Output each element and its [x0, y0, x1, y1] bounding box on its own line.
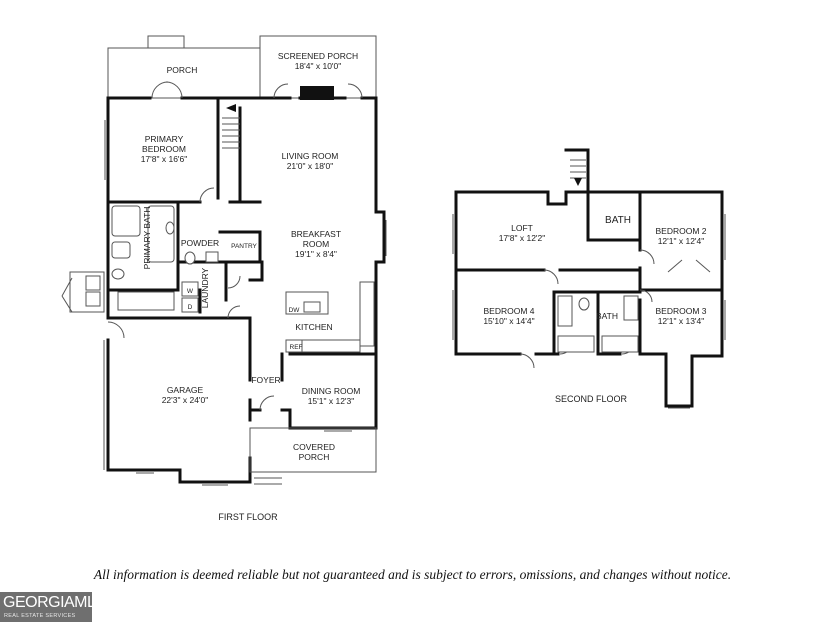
georgia-mls-logo: GEORGIAMLS REAL ESTATE SERVICES: [0, 592, 106, 622]
label-dining-room-size: 15'1" x 12'3": [308, 396, 355, 406]
label-covered-porch-2: PORCH: [299, 452, 330, 462]
label-bedroom-2: BEDROOM 2: [655, 226, 706, 236]
first-floor-plan: [61, 35, 387, 486]
label-kitchen: KITCHEN: [295, 322, 332, 332]
label-porch: PORCH: [167, 65, 198, 75]
label-laundry: LAUNDRY: [200, 267, 210, 308]
label-breakfast-room-2: ROOM: [303, 239, 329, 249]
label-screened-porch-size: 18'4" x 10'0": [295, 61, 342, 71]
label-primary-bedroom-size: 17'8" x 16'6": [141, 154, 188, 164]
label-foyer: FOYER: [251, 375, 280, 385]
label-primary-bedroom-2: BEDROOM: [142, 144, 186, 154]
label-bedroom-4-size: 15'10" x 14'4": [483, 316, 534, 326]
label-bedroom-2-size: 12'1" x 12'4": [658, 236, 705, 246]
second-floor-labels: LOFT 17'8" x 12'2" BATH BEDROOM 2 12'1" …: [483, 215, 706, 404]
label-loft: LOFT: [511, 223, 533, 233]
label-bedroom-3: BEDROOM 3: [655, 306, 706, 316]
label-refrigerator: REF: [290, 344, 303, 351]
first-floor-labels: PORCH SCREENED PORCH 18'4" x 10'0" PRIMA…: [141, 51, 361, 522]
label-bath-upper: BATH: [605, 215, 631, 226]
label-primary-bedroom-1: PRIMARY: [145, 134, 184, 144]
disclaimer-text: All information is deemed reliable but n…: [93, 567, 732, 582]
label-dryer: D: [188, 304, 193, 311]
floor-plan-drawing: PORCH SCREENED PORCH 18'4" x 10'0" PRIMA…: [61, 35, 726, 522]
label-bath-lower: BATH: [596, 311, 618, 321]
label-covered-porch-1: COVERED: [293, 442, 335, 452]
label-bedroom-3-size: 12'1" x 13'4": [658, 316, 705, 326]
label-pantry: PANTRY: [231, 243, 257, 250]
label-breakfast-room-1: BREAKFAST: [291, 229, 341, 239]
label-loft-size: 17'8" x 12'2": [499, 233, 546, 243]
label-dining-room: DINING ROOM: [302, 386, 361, 396]
label-living-room-size: 21'0" x 18'0": [287, 161, 334, 171]
label-living-room: LIVING ROOM: [282, 151, 339, 161]
label-primary-bath: PRIMARY BATH: [142, 207, 152, 270]
label-washer: W: [187, 288, 194, 295]
label-first-floor: FIRST FLOOR: [218, 512, 278, 522]
label-screened-porch: SCREENED PORCH: [278, 51, 358, 61]
label-garage-size: 22'3" x 24'0": [162, 395, 209, 405]
label-dishwasher: DW: [289, 307, 301, 314]
label-powder: POWDER: [181, 238, 219, 248]
logo-text: GEORGIAMLS: [3, 594, 106, 611]
label-bedroom-4: BEDROOM 4: [483, 306, 534, 316]
label-second-floor: SECOND FLOOR: [555, 394, 628, 404]
label-garage: GARAGE: [167, 385, 204, 395]
logo-subtitle: REAL ESTATE SERVICES: [4, 613, 76, 619]
label-breakfast-room-size: 19'1" x 8'4": [295, 249, 337, 259]
second-floor-plan: [452, 148, 726, 409]
